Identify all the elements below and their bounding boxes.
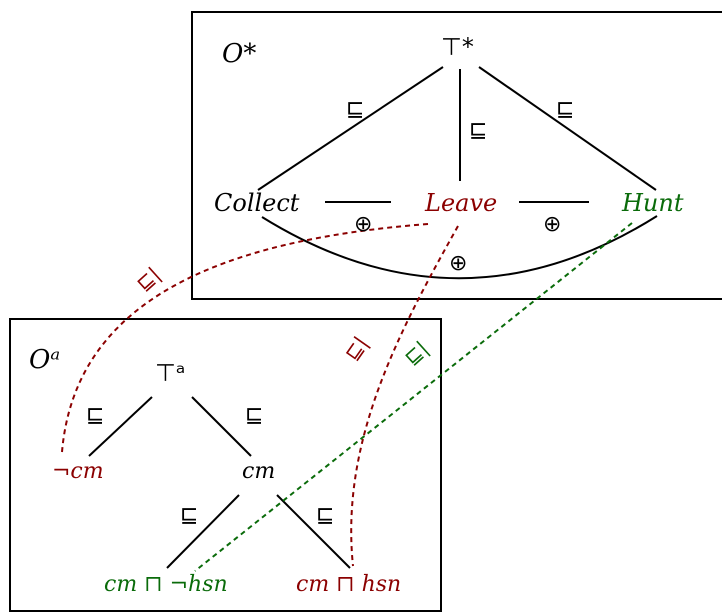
mapping-leave-notcm — [61, 223, 429, 453]
edge-topa-notcm — [88, 396, 153, 457]
mapping-hunt-cmnothsn — [194, 222, 633, 572]
ostar-oplus-3: ⊕ — [449, 251, 467, 276]
oa-top-node: ⊤ᵃ — [155, 359, 185, 387]
mapping-label-leave-cmhsn: ⊑| — [339, 332, 372, 365]
ostar-node-hunt: Hunt — [621, 189, 684, 217]
ostar-subsumption-left: ⊑ — [346, 97, 364, 122]
ostar-top-node: ⊤* — [441, 33, 474, 61]
oa-subsumption-top-right: ⊑ — [245, 403, 263, 428]
mapping-label-hunt-cmnothsn: ⊑| — [399, 336, 433, 370]
oa-title: Oᵃ — [29, 345, 60, 375]
edge-topa-cm — [191, 396, 252, 457]
oa-subsumption-cm-left: ⊑ — [180, 503, 198, 528]
oa-subsumption-cm-right: ⊑ — [316, 503, 334, 528]
oa-node-cm: cm — [242, 459, 275, 484]
oa-node-cm-hsn: cm ⊓ hsn — [296, 572, 401, 597]
ostar-title: O* — [222, 39, 256, 69]
ostar-subsumption-mid: ⊑ — [469, 118, 487, 143]
edge-top-hunt — [478, 66, 657, 191]
oa-node-not-cm: ¬cm — [52, 459, 104, 484]
edge-top-collect — [257, 66, 444, 191]
ostar-oplus-1: ⊕ — [354, 212, 372, 237]
ostar-node-collect: Collect — [214, 189, 300, 217]
oa-node-cm-not-hsn: cm ⊓ ¬hsn — [104, 572, 228, 597]
mapping-leave-cmhsn — [350, 225, 459, 567]
oa-subsumption-top-left: ⊑ — [86, 403, 104, 428]
ostar-subsumption-right: ⊑ — [556, 97, 574, 122]
edge-cm-cmhsn — [276, 494, 351, 569]
mapping-label-leave-notcm: ⊑| — [131, 262, 165, 296]
ostar-node-leave: Leave — [424, 189, 497, 217]
oa-box — [9, 318, 442, 612]
ostar-oplus-2: ⊕ — [543, 212, 561, 237]
edge-cm-cmnothsn — [166, 494, 240, 569]
ostar-box — [191, 11, 722, 300]
